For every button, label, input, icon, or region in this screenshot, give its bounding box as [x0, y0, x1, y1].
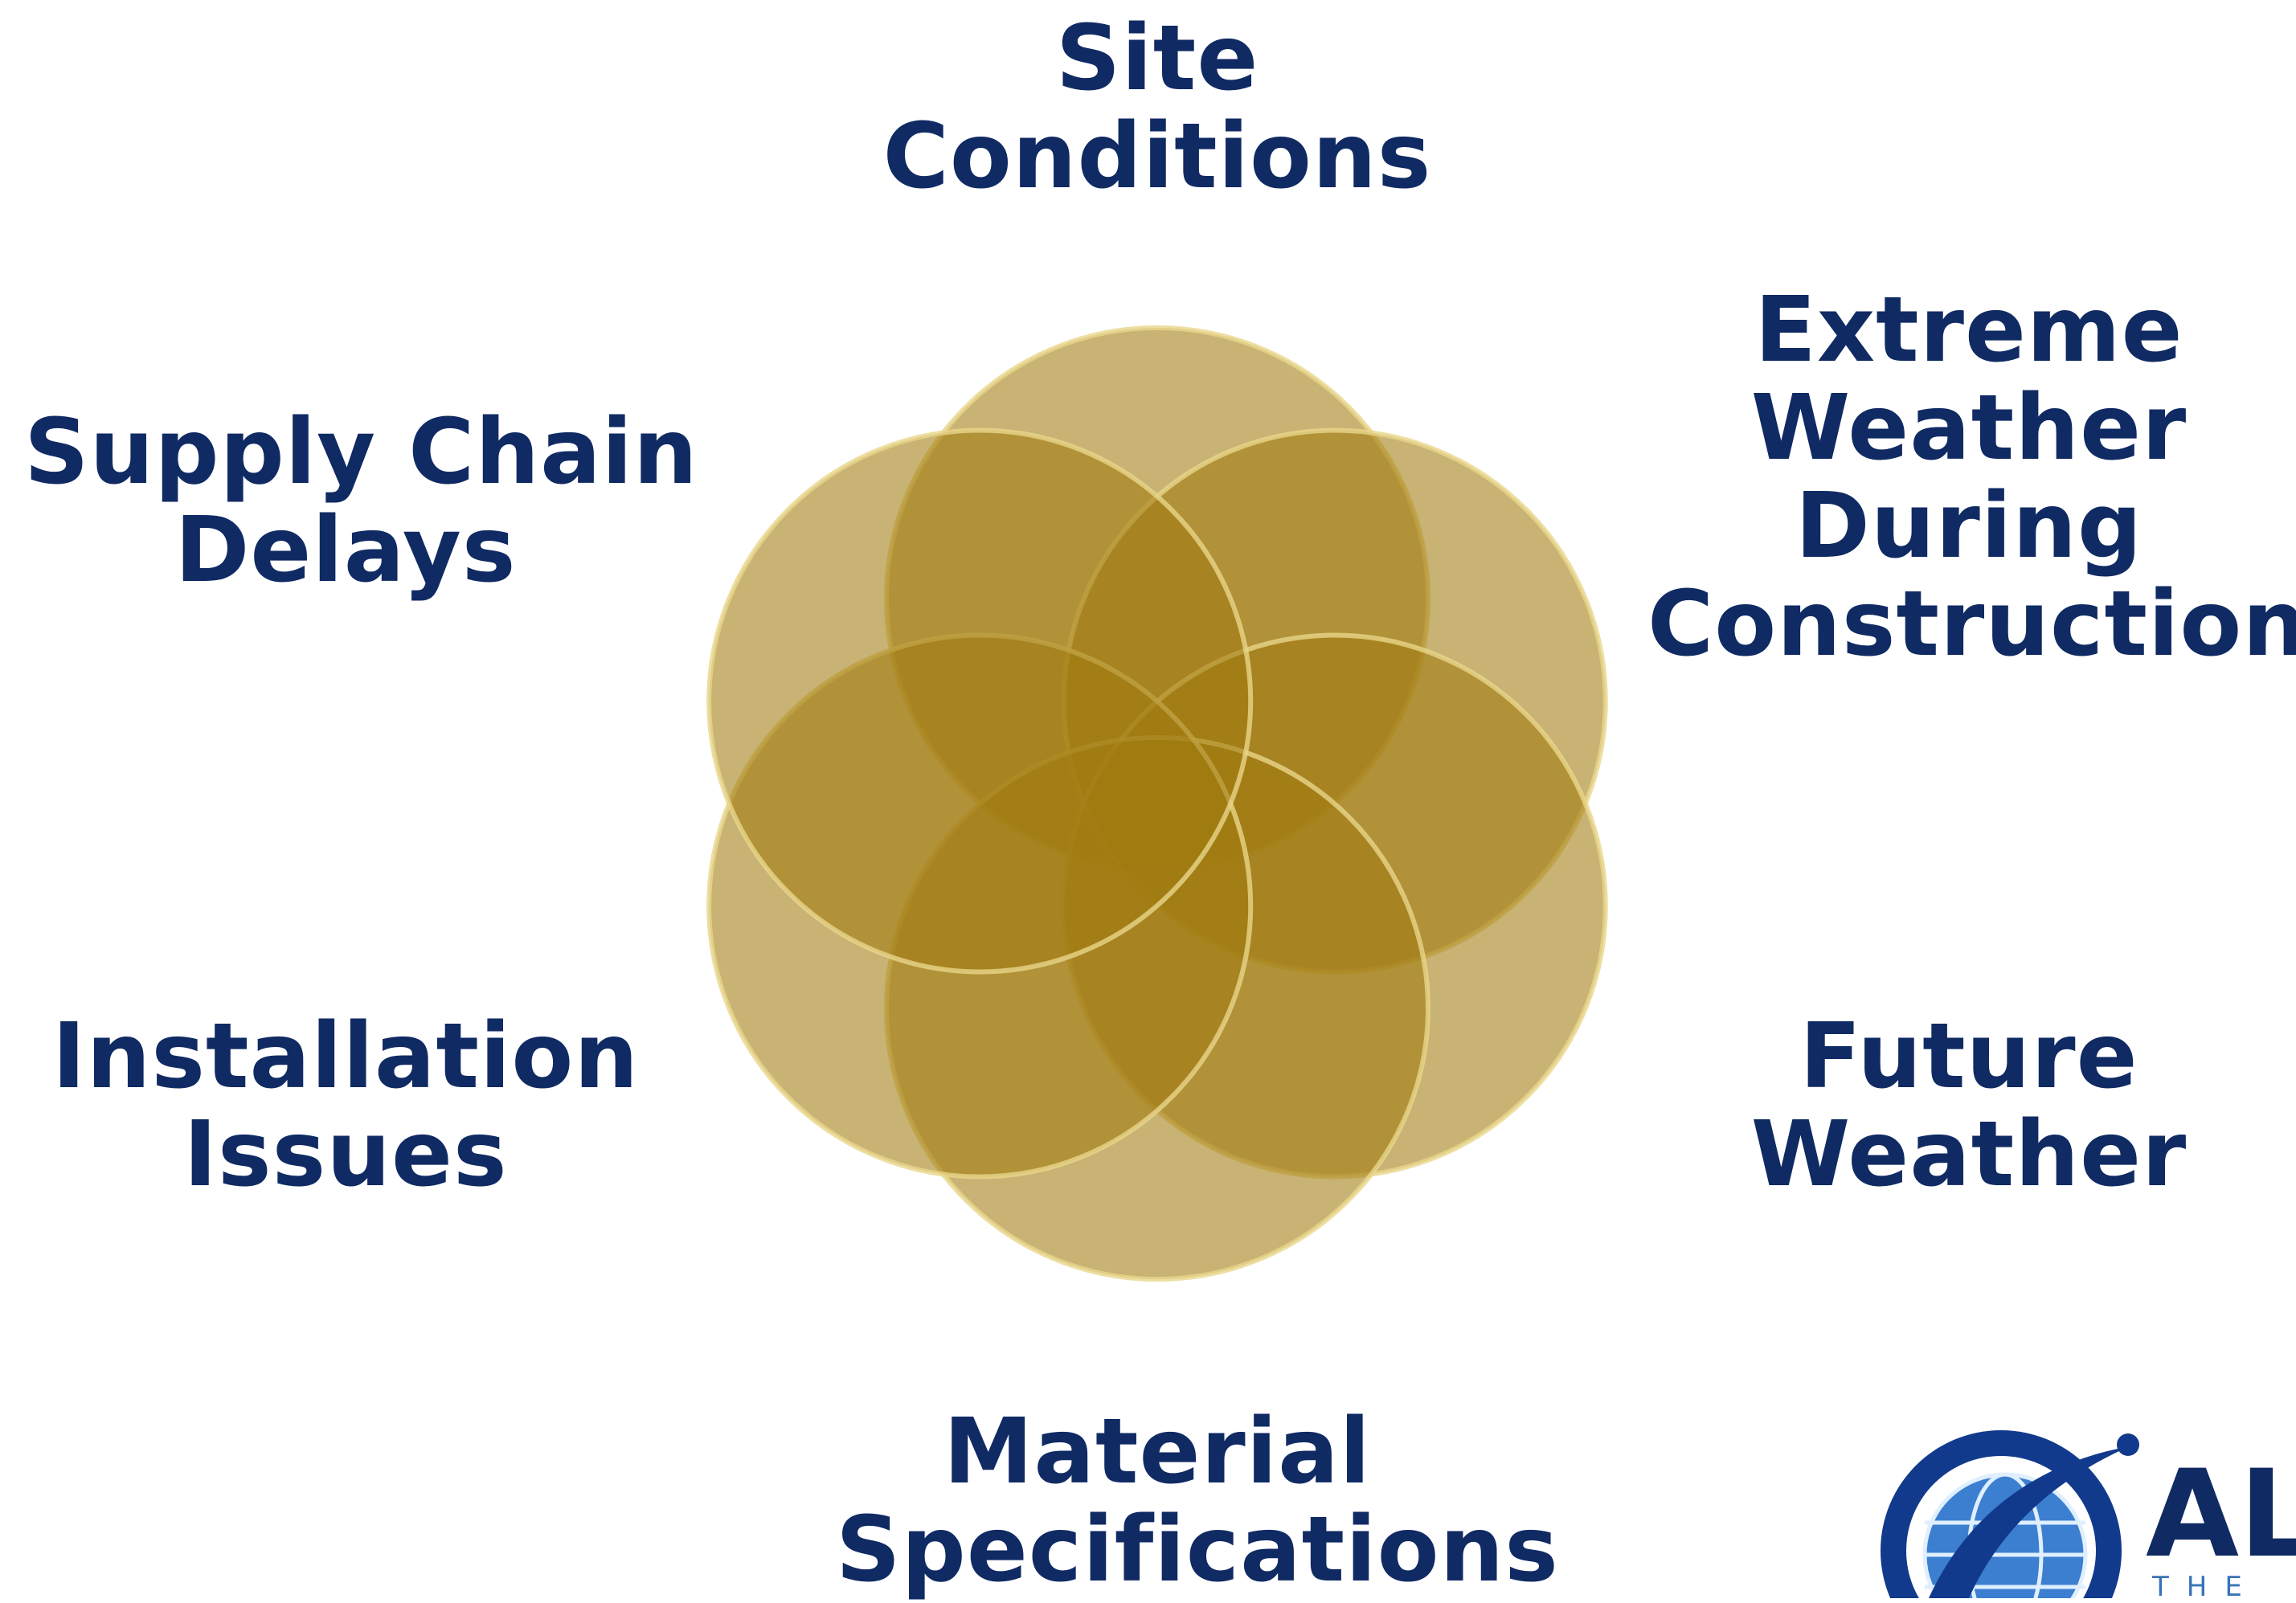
logo-wordmark: AL: [2146, 1445, 2296, 1585]
circle-upper-left: [706, 427, 1254, 975]
globe-logo-icon: [1881, 1430, 2139, 1598]
logo-tagline: THE: [2152, 1571, 2260, 1603]
